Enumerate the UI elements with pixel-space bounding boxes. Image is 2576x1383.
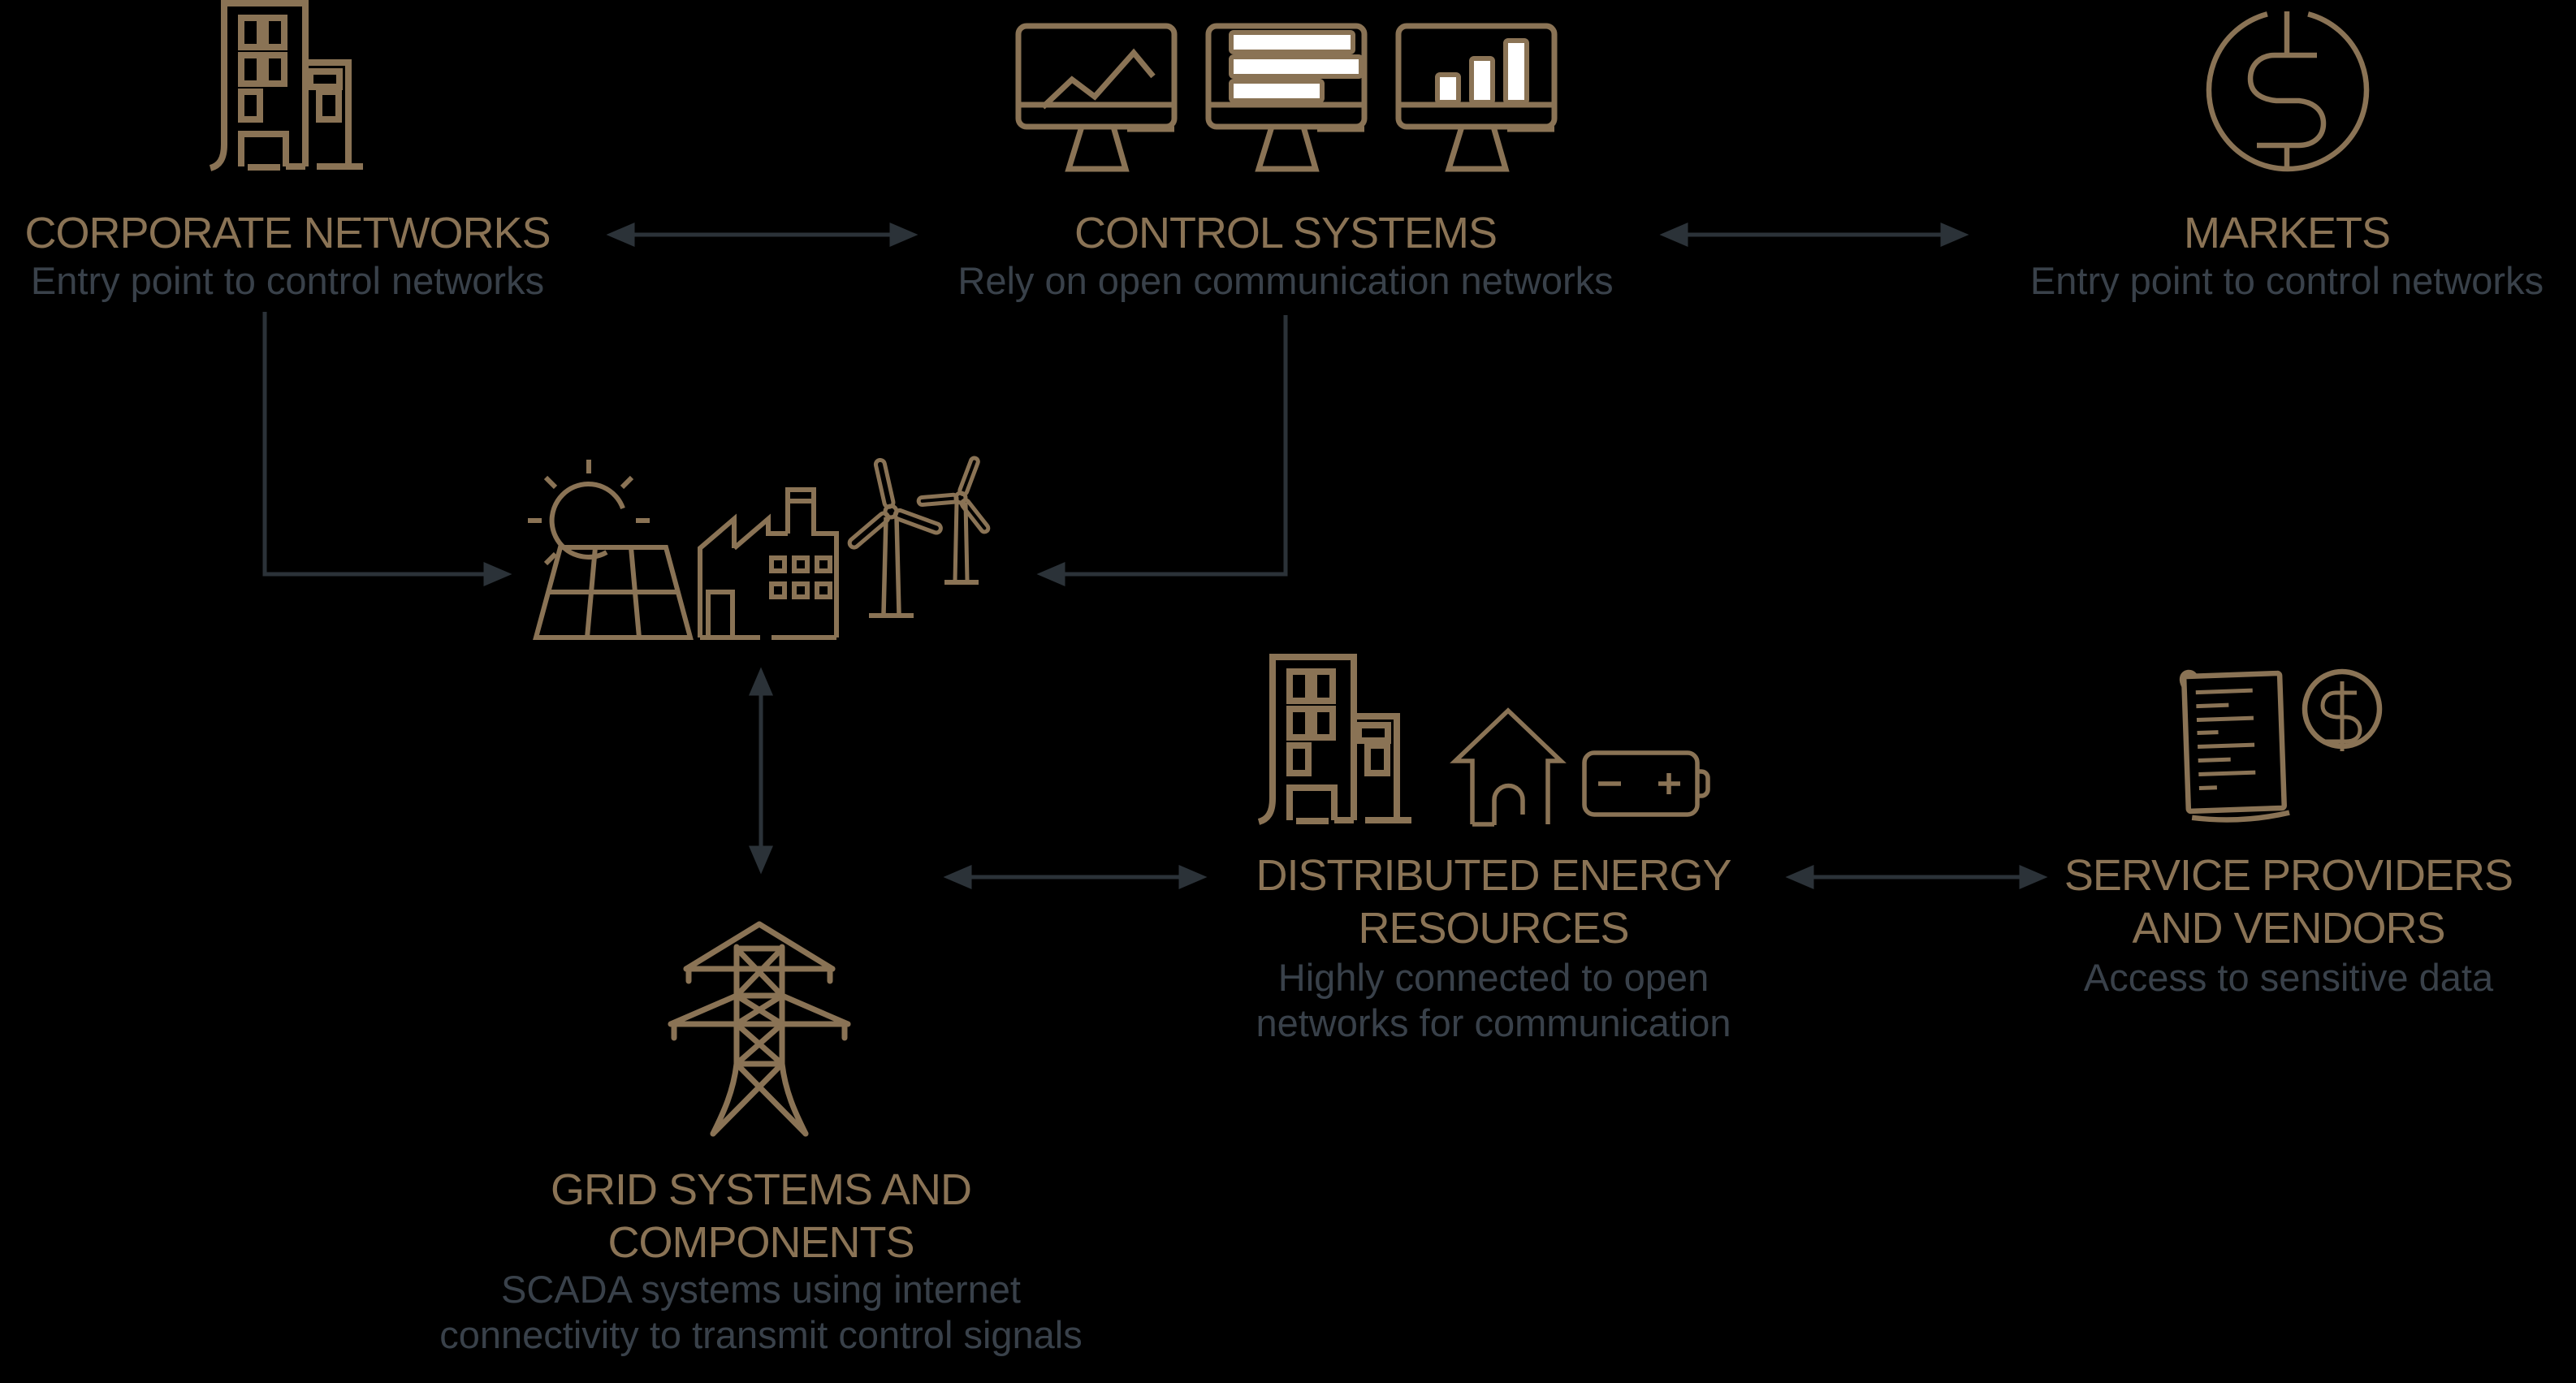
factory-icon — [698, 487, 839, 640]
grid-systems-subtitle: SCADA systems using internet connectivit… — [439, 1268, 1083, 1356]
corporate-networks-subtitle: Entry point to control networks — [30, 259, 545, 302]
distributed-energy-title: DISTRIBUTED ENERGY RESOURCES — [1256, 851, 1731, 953]
service-providers-subtitle: Access to sensitive data — [2083, 956, 2494, 999]
monitor-line-chart-icon — [1015, 23, 1178, 172]
house-icon — [1450, 707, 1567, 827]
transmission-tower-icon — [668, 921, 851, 1137]
markets-subtitle: Entry point to control networks — [2029, 259, 2544, 302]
arrow-corporate-to-generation — [262, 312, 512, 586]
service-providers-title: SERVICE PROVIDERS AND VENDORS — [2064, 851, 2513, 953]
der-buildings-icon — [1257, 654, 1411, 825]
control-systems-subtitle: Rely on open communication networks — [957, 259, 1614, 302]
corporate-networks-title: CORPORATE NETWORKS — [24, 209, 551, 257]
arrow-control-to-generation — [1036, 315, 1288, 586]
battery-icon — [1582, 750, 1710, 817]
dollar-circle-icon — [2206, 11, 2370, 172]
sun-solar-panel-icon — [528, 460, 694, 640]
grid-systems-title: GRID SYSTEMS AND COMPONENTS — [550, 1165, 972, 1267]
office-buildings-icon — [209, 0, 363, 171]
invoice-dollar-icon — [2179, 668, 2383, 823]
control-systems-title: CONTROL SYSTEMS — [1074, 209, 1498, 257]
monitor-bar-chart-icon — [1395, 23, 1558, 172]
markets-title: MARKETS — [2183, 209, 2391, 257]
wind-turbines-icon — [847, 456, 991, 618]
monitor-list-icon — [1205, 23, 1368, 172]
distributed-energy-subtitle: Highly connected to open networks for co… — [1256, 956, 1731, 1044]
